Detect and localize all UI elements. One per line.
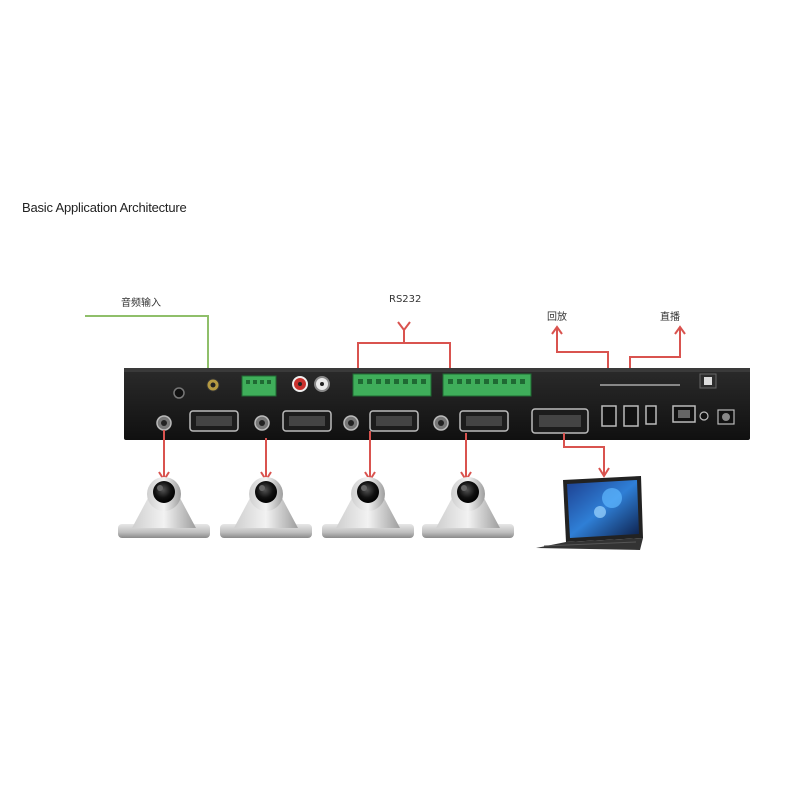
rs232-label: RS232	[389, 294, 422, 305]
live-label: 直播	[660, 312, 680, 323]
recorder-device	[124, 368, 750, 440]
output-ports	[601, 405, 735, 427]
live-arrow	[629, 325, 686, 368]
camera-4	[422, 477, 514, 538]
camera-2	[220, 477, 312, 538]
audio-input-line	[85, 315, 209, 368]
playback-arrow	[551, 325, 609, 368]
laptop-icon	[536, 476, 643, 550]
playback-label: 回放	[547, 312, 567, 323]
camera-3	[322, 477, 414, 538]
audio-input-label: 音频输入	[121, 298, 161, 309]
page-title: Basic Application Architecture	[22, 200, 187, 215]
camera-1	[118, 477, 210, 538]
video-inputs-row	[156, 408, 589, 434]
laptop-connector	[563, 433, 610, 478]
rs232-bracket	[357, 321, 451, 368]
